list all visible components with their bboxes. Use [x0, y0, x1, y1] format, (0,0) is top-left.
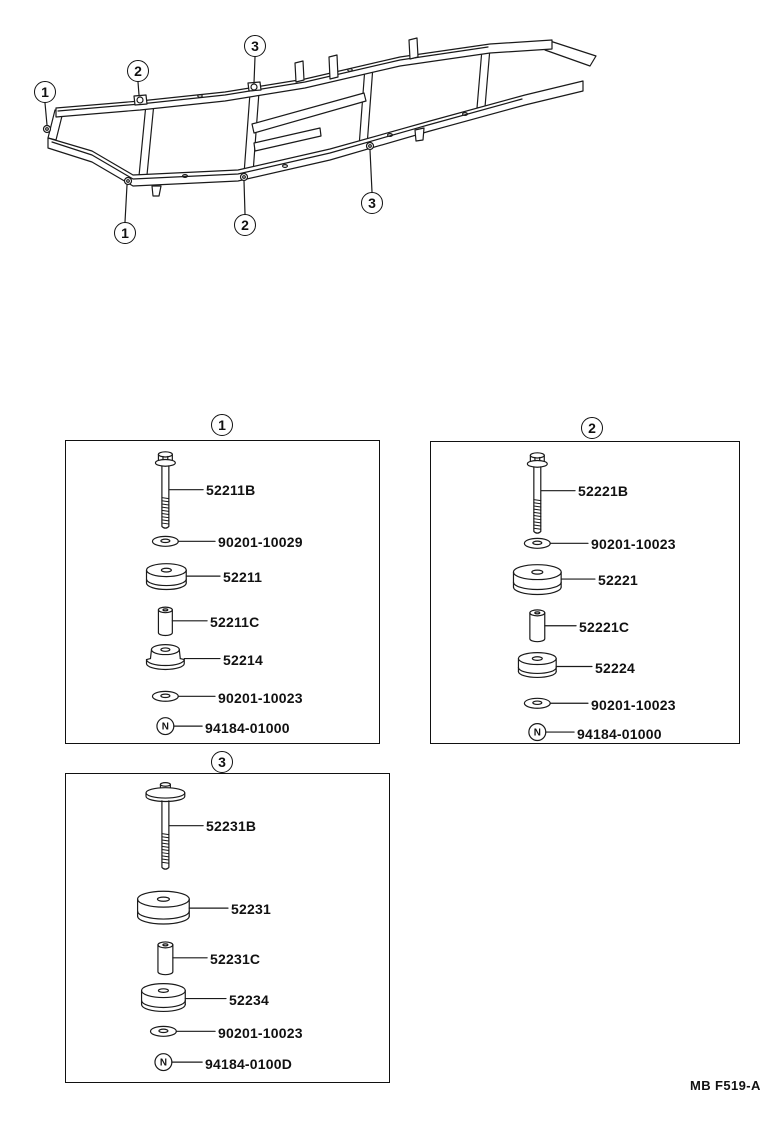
frame-drawing	[42, 37, 597, 223]
part-number-label: 90201-10023	[591, 697, 676, 713]
nut-symbol: N	[160, 1058, 167, 1069]
part-number-label: 52214	[223, 652, 263, 668]
part-number-label: 90201-10023	[591, 536, 676, 552]
label-leader-lines	[540, 490, 596, 733]
callout-leader-lines	[44, 56, 373, 223]
collar-drawing	[529, 609, 546, 643]
upper-washer-drawing	[151, 535, 179, 547]
part-number-label: 52231C	[210, 951, 261, 967]
catalog-code: MB F519-A	[690, 1078, 761, 1093]
lower-cushion-drawing	[517, 652, 557, 679]
part-number-label: 52211	[223, 569, 263, 585]
frame-callout-front-1: 1	[34, 81, 56, 103]
lower-cushion-drawing	[145, 644, 185, 671]
part-number-label: 52231	[231, 901, 271, 917]
label-leader-lines	[168, 825, 229, 1063]
part-number-label: 94184-01000	[577, 726, 662, 742]
nut-symbol: N	[162, 722, 169, 733]
collar-drawing	[157, 941, 174, 976]
collar-drawing	[157, 606, 173, 637]
lower-cushion-drawing	[140, 983, 186, 1013]
part-number-label: 90201-10023	[218, 690, 303, 706]
label-leader-lines	[168, 489, 221, 727]
part-number-label: 52234	[229, 992, 269, 1008]
frame-callout-rear-3: 3	[361, 192, 383, 214]
nut-symbol: N	[534, 728, 541, 739]
part-number-label: 94184-0100D	[205, 1056, 293, 1072]
lower-washer-drawing	[151, 690, 179, 702]
part-number-label: 52221	[598, 572, 638, 588]
box1-callout: 1	[211, 414, 233, 436]
upper-cushion-drawing	[512, 564, 562, 596]
part-number-label: 52211B	[206, 482, 256, 498]
assembly-box-1: N 52211B 90201-10029 52211 52211C 52214 …	[65, 440, 380, 744]
part-number-label: 52224	[595, 660, 635, 676]
lower-washer-drawing	[523, 697, 551, 709]
upper-washer-drawing	[523, 537, 551, 549]
frame-callout-front-2: 2	[127, 60, 149, 82]
bolt-drawing	[145, 782, 186, 870]
upper-cushion-drawing	[145, 563, 187, 591]
part-number-label: 52231B	[206, 818, 257, 834]
nut-drawing: N	[528, 723, 547, 742]
part-number-label: 90201-10029	[218, 534, 303, 550]
part-number-label: 52221B	[578, 483, 629, 499]
assembly-box-2: N 52221B 90201-10023 52221 52221C 52224 …	[430, 441, 740, 744]
bolt-drawing	[154, 451, 176, 529]
bolt-drawing	[526, 452, 548, 534]
box2-callout: 2	[581, 417, 603, 439]
lower-washer-drawing	[149, 1025, 177, 1037]
assembly-box-3: N 52231B 52231 52231C 52234 90201-10023 …	[65, 773, 390, 1083]
assembly-1-drawing: N	[145, 451, 221, 736]
nut-drawing: N	[156, 717, 175, 736]
frame-callout-rear-1: 1	[114, 222, 136, 244]
assembly-3-drawing: N	[136, 782, 229, 1072]
part-number-label: 52211C	[210, 614, 260, 630]
upper-cushion-drawing	[136, 890, 190, 925]
assembly-2-drawing: N	[512, 452, 596, 742]
frame-callout-rear-2: 2	[234, 214, 256, 236]
part-number-label: 94184-01000	[205, 720, 290, 736]
box3-callout: 3	[211, 751, 233, 773]
frame-callout-front-3: 3	[244, 35, 266, 57]
part-number-label: 90201-10023	[218, 1025, 303, 1041]
nut-drawing: N	[154, 1053, 173, 1072]
frame-crossmembers	[47, 40, 597, 177]
frame-mount-points	[42, 68, 469, 186]
part-number-label: 52221C	[579, 619, 630, 635]
